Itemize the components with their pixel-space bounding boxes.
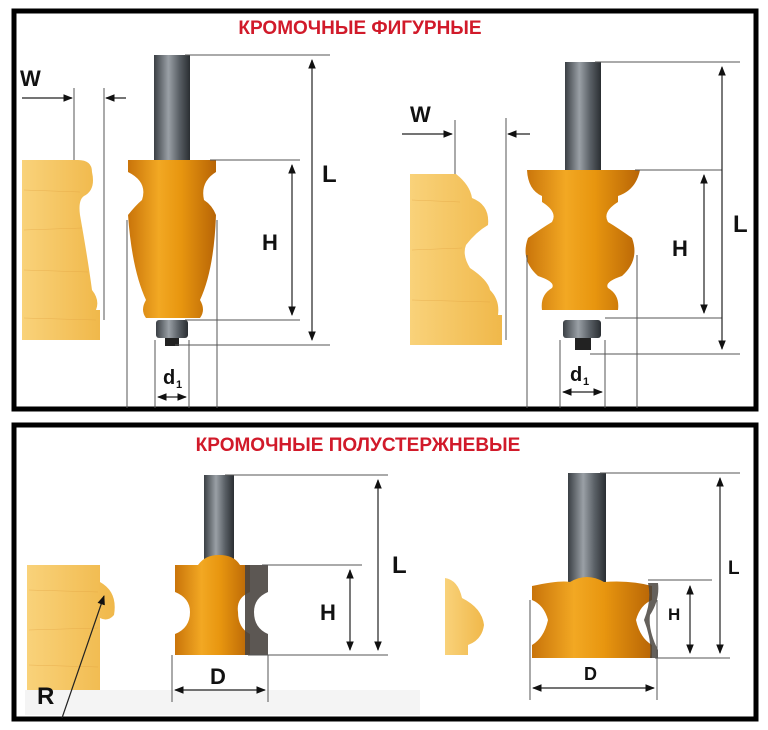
panel-frame	[11, 422, 759, 722]
figured-bit-1: W L H d 1	[20, 54, 337, 408]
half-round-bit-1: R L H D	[25, 474, 420, 719]
width-label: W	[410, 102, 431, 127]
wood-profile	[22, 160, 100, 340]
width-label: W	[20, 66, 41, 91]
cutter-body	[532, 577, 652, 658]
shank-diameter-subscript: 1	[176, 379, 182, 391]
radius-label: R	[37, 683, 54, 710]
cutter-body	[175, 555, 250, 655]
length-label: L	[728, 558, 740, 579]
shank-diameter-label: d	[163, 367, 175, 389]
bottom-panel: КРОМОЧНЫЕ ПОЛУСТЕРЖНЕВЫЕ R L H D	[11, 422, 759, 722]
length-label: L	[322, 161, 337, 188]
cutter-body	[128, 160, 216, 318]
wood-profile	[410, 174, 502, 345]
wood-profile	[27, 565, 115, 690]
height-label: H	[262, 230, 278, 255]
height-label: H	[668, 605, 680, 624]
wood-profile	[445, 578, 484, 655]
length-label: L	[392, 552, 407, 579]
shank	[565, 62, 601, 170]
panel-title: КРОМОЧНЫЕ ПОЛУСТЕРЖНЕВЫЕ	[196, 435, 521, 456]
panel-title: КРОМОЧНЫЕ ФИГУРНЫЕ	[238, 18, 481, 39]
height-label: H	[672, 236, 688, 261]
figured-bit-2: W L H d 1	[402, 61, 748, 408]
shank-diameter-subscript: 1	[583, 376, 589, 388]
shank-diameter-label: d	[570, 364, 582, 386]
shank	[204, 475, 234, 565]
height-label: H	[320, 600, 336, 625]
bearing	[563, 320, 601, 338]
shank	[154, 55, 190, 160]
length-label: L	[733, 211, 748, 238]
top-panel: КРОМОЧНЫЕ ФИГУРНЫЕ W L H	[11, 8, 759, 412]
shank	[568, 473, 606, 583]
cutter-body	[525, 170, 640, 310]
half-round-bit-2: L H D	[445, 472, 740, 700]
diameter-label: D	[584, 664, 597, 684]
panel-frame	[11, 8, 759, 412]
diameter-label: D	[210, 664, 226, 689]
bearing	[156, 320, 188, 338]
